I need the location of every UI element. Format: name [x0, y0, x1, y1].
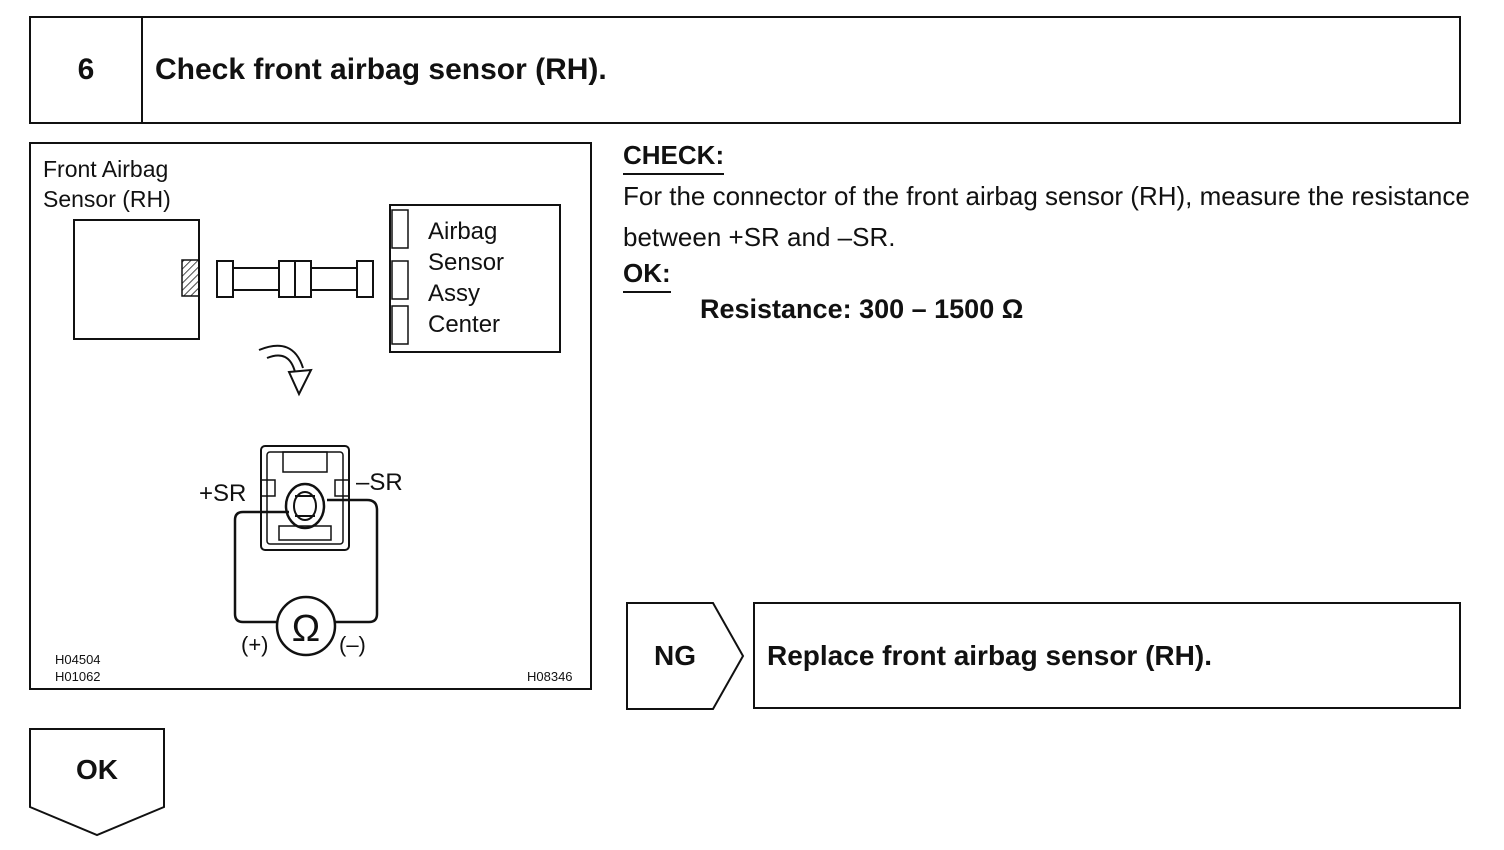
- meter-minus-label: (–): [339, 632, 366, 657]
- resistance-spec: Resistance: 300 – 1500 Ω: [700, 294, 1024, 324]
- diagram-figure: Front Airbag Sensor (RH) Airbag Sensor A…: [29, 142, 592, 690]
- ohm-symbol: Ω: [292, 608, 320, 650]
- figure-code-2: H01062: [55, 669, 101, 684]
- figure-code-1: H04504: [55, 652, 101, 667]
- center-assy-box: [389, 204, 561, 353]
- meter-wiring: [233, 498, 379, 624]
- figure-code-3: H08346: [527, 669, 573, 684]
- center-label-line4: Center: [428, 311, 500, 338]
- connector-diagram: Front Airbag Sensor (RH) Airbag Sensor A…: [43, 156, 573, 684]
- ng-label: NG: [654, 640, 696, 671]
- harness-connector-left: [216, 260, 234, 298]
- ok-branch-label: OK: [76, 754, 118, 785]
- harness-connector-right: [356, 260, 374, 298]
- center-label-line1: Airbag: [428, 218, 497, 245]
- center-label-line2: Sensor: [428, 249, 504, 276]
- sensor-label-line2: Sensor (RH): [43, 186, 171, 212]
- check-instruction: For the connector of the front airbag se…: [623, 181, 1470, 252]
- ok-label: OK:: [623, 258, 671, 293]
- sensor-label-line1: Front Airbag: [43, 156, 168, 182]
- sensor-box: [73, 219, 200, 340]
- check-label: CHECK:: [623, 140, 725, 175]
- harness-connector-mid-right: [294, 260, 312, 298]
- curved-arrow-icon: [258, 344, 313, 397]
- minus-sr-label: –SR: [356, 469, 403, 496]
- sensor-connector-hatch: [181, 259, 200, 297]
- step-number: 6: [31, 18, 143, 122]
- step-title: Check front airbag sensor (RH).: [155, 53, 607, 86]
- meter-plus-label: (+): [241, 632, 269, 657]
- plus-sr-label: +SR: [199, 480, 246, 507]
- connector-face: [260, 445, 350, 551]
- ng-result: Replace front airbag sensor (RH).: [753, 602, 1461, 709]
- center-label-line3: Assy: [428, 280, 480, 307]
- ok-arrow-shape: [29, 728, 165, 837]
- harness-connector-mid-left: [278, 260, 296, 298]
- ohmmeter-icon: [275, 595, 337, 657]
- ng-arrow-shape: [626, 602, 745, 710]
- step-header: 6 Check front airbag sensor (RH).: [29, 16, 1461, 124]
